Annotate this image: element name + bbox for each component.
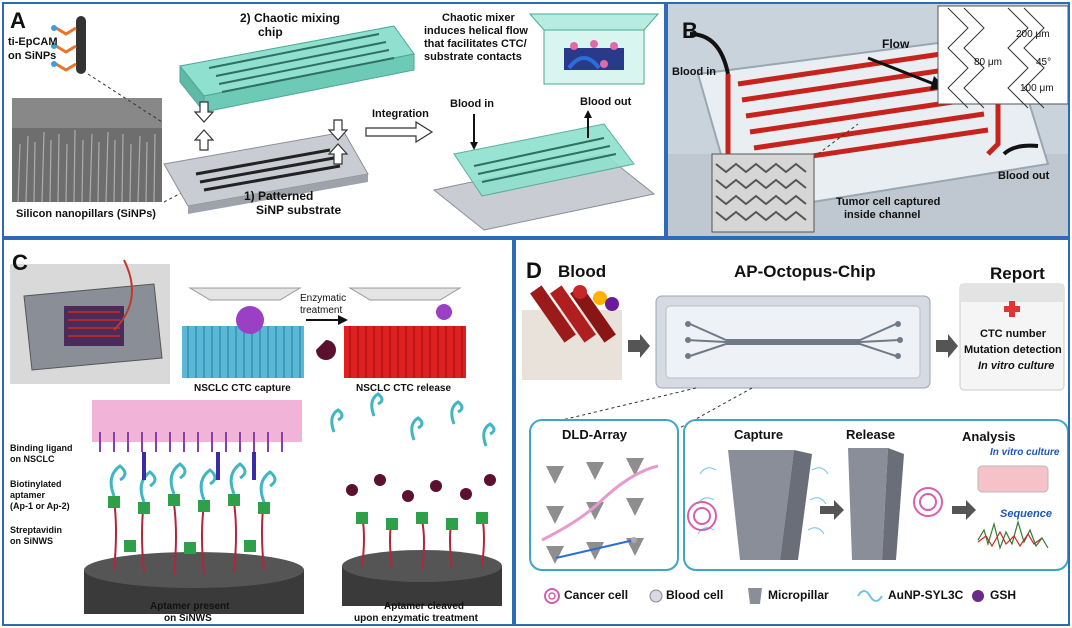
panel-c: C Enzymatic treatment NSCLC CTC capture … — [2, 238, 514, 626]
legend-cancer-cell: Cancer cell — [564, 588, 629, 602]
antibody-icons — [51, 25, 77, 72]
dim-200: 200 μm — [1016, 29, 1050, 40]
octopus-chip — [655, 295, 931, 389]
release-label: NSCLC CTC release — [356, 383, 452, 394]
legend-gsh: GSH — [990, 588, 1017, 602]
mixer-desc-4: substrate contacts — [424, 51, 522, 63]
in-vitro-label: In vitro culture — [990, 447, 1060, 458]
legend-aunp: AuNP-SYL3C — [888, 588, 964, 602]
binding-label-1: Binding ligand — [10, 443, 73, 453]
treatment-label: treatment — [300, 305, 343, 316]
aptamer-cleaved-schematic — [330, 392, 502, 606]
panel-a: A ti-EpCAM on SiNPs Silicon nanopillars … — [2, 2, 666, 238]
strept-label-2: on SiNWS — [10, 536, 53, 546]
tumor-label-2: inside channel — [844, 209, 921, 221]
panel-a-graphic — [12, 13, 660, 231]
tumor-label: Tumor cell captured — [836, 196, 941, 208]
release-label-d: Release — [846, 427, 896, 442]
mixer-crosssection — [528, 13, 660, 85]
panel-d-graphic — [522, 283, 1068, 604]
dld-array-box — [529, 419, 679, 571]
panel-b-label: B — [682, 18, 698, 43]
flow-label: Flow — [882, 37, 910, 51]
chaotic-chip-label: 2) Chaotic mixing — [240, 11, 341, 25]
blood-out-label-b: Blood out — [998, 170, 1050, 182]
integrated-device — [432, 110, 656, 231]
patterned-label: 1) Patterned — [244, 189, 314, 203]
dld-label: DLD-Array — [562, 427, 628, 442]
biotin-label-3: (Ap-1 or Ap-2) — [10, 501, 70, 511]
dim-100: 100 μm — [1020, 83, 1054, 94]
mutation-label: Mutation detection — [964, 344, 1062, 356]
sinp-substrate — [163, 131, 369, 214]
herringbone-schematic — [937, 5, 1068, 105]
culture-label: In vitro culture — [978, 360, 1055, 372]
analysis-label: Analysis — [962, 429, 1016, 444]
capture-label: NSCLC CTC capture — [194, 383, 291, 394]
zigzag-micrograph — [711, 153, 815, 233]
sequence-label: Sequence — [1000, 508, 1052, 520]
nanowire-capture — [182, 287, 304, 378]
nanowire-release — [344, 287, 466, 378]
legend-micropillar: Micropillar — [768, 588, 829, 602]
dim-80: 80 μm — [974, 57, 1002, 68]
blood-out-label: Blood out — [580, 96, 632, 108]
biotin-label-2: aptamer — [10, 490, 46, 500]
panel-c-graphic — [10, 259, 502, 614]
strept-label-1: Streptavidin — [10, 525, 63, 535]
cleaved-label-2: upon enzymatic treatment — [354, 613, 478, 624]
legend-blood-cell: Blood cell — [666, 588, 724, 602]
chip-label: AP-Octopus-Chip — [734, 262, 876, 281]
binding-label-2: on NSCLC — [10, 454, 55, 464]
cleaved-label-1: Aptamer cleaved — [384, 601, 465, 612]
biotin-label-1: Biotinylated — [10, 479, 62, 489]
ctc-number-label: CTC number — [980, 328, 1046, 340]
anti-epcam-label: ti-EpCAM — [8, 36, 58, 48]
legend-icons — [544, 588, 984, 604]
panel-b: B Blood in Flow 200 μm 80 μm 45° 100 μm … — [666, 2, 1070, 238]
sinp-caption: Silicon nanopillars (SiNPs) — [16, 208, 156, 220]
panel-c-label: C — [12, 250, 28, 275]
present-label-1: Aptamer present — [150, 601, 230, 612]
blood-label: Blood — [558, 262, 607, 281]
present-label-2: on SiNWS — [164, 613, 212, 624]
blood-in-label-b: Blood in — [672, 66, 716, 78]
panel-b-graphic — [668, 4, 1068, 236]
patterned-label-2: SiNP substrate — [256, 203, 342, 217]
mixer-desc-2: induces helical flow — [424, 25, 528, 37]
chaotic-mixing-chip — [179, 25, 415, 114]
enzymatic-label: Enzymatic — [300, 293, 347, 304]
blood-in-label: Blood in — [450, 98, 494, 110]
aptamer-present-schematic — [84, 400, 304, 614]
panel-a-label: A — [10, 8, 26, 33]
panel-d: D Blood AP-Octopus-Chip Report CTC numbe… — [514, 238, 1070, 626]
mixer-desc-3: that facilitates CTC/ — [424, 38, 527, 50]
on-sinps-label: on SiNPs — [8, 50, 57, 62]
mixer-desc-1: Chaotic mixer — [442, 12, 515, 24]
report-label: Report — [990, 264, 1045, 283]
capture-label-d: Capture — [734, 427, 784, 442]
chaotic-chip-label-2: chip — [258, 25, 283, 39]
dim-45: 45° — [1036, 57, 1052, 68]
panel-d-label: D — [526, 258, 542, 283]
nanopillar-icon — [76, 16, 86, 74]
integration-label: Integration — [372, 108, 429, 120]
report-card — [959, 283, 1065, 391]
